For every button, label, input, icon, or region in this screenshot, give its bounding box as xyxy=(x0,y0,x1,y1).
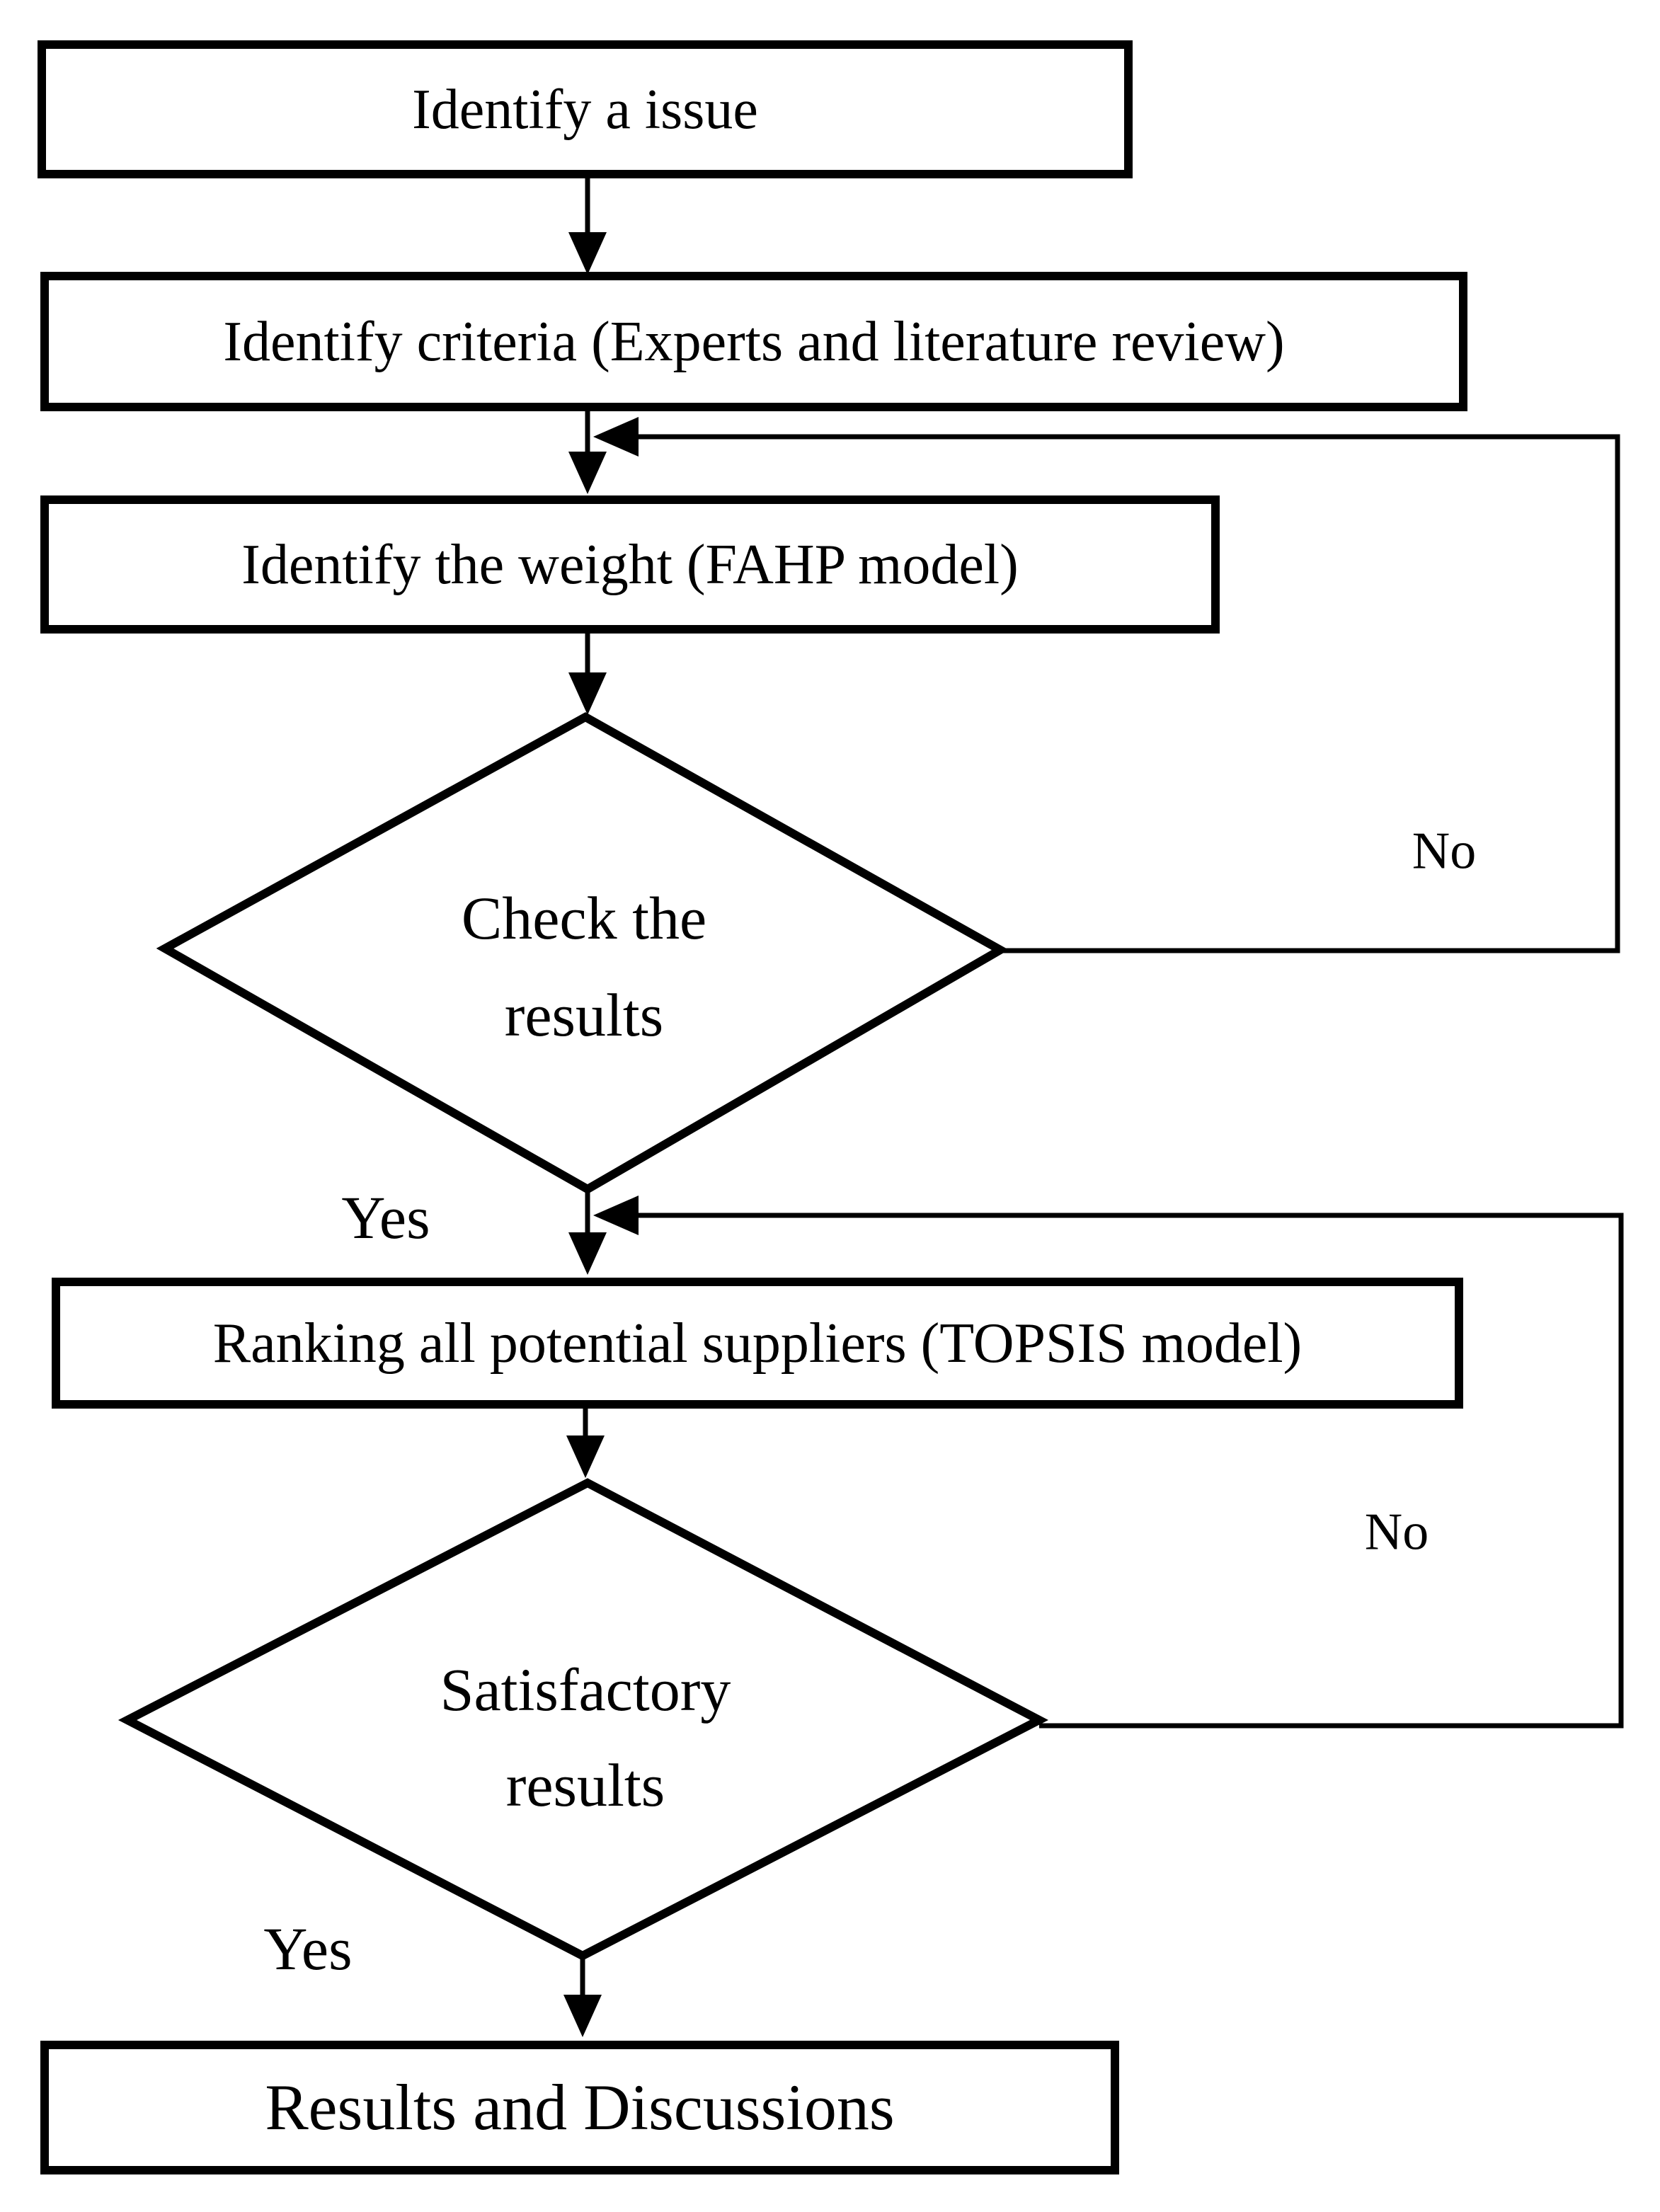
no-label-satisfactory: No xyxy=(1364,1503,1429,1561)
arrow-check-yes-to-ranking-head xyxy=(568,1232,607,1275)
decision-check-results-line2: results xyxy=(504,981,664,1049)
process-box-results-discussions: Results and Discussions xyxy=(40,2041,1119,2174)
yes-label-satisfactory: Yes xyxy=(263,1915,353,1983)
arrow-criteria-to-weight-head xyxy=(568,452,607,494)
process-box-results-discussions-label: Results and Discussions xyxy=(265,2070,895,2143)
arrow-issue-to-criteria-head xyxy=(568,232,607,275)
process-box-identify-criteria: Identify criteria (Experts and literatur… xyxy=(40,272,1467,411)
no-loop-satisfactory-path xyxy=(639,1213,1624,1729)
decision-diamond-check-results xyxy=(156,712,1009,1194)
process-box-ranking-suppliers: Ranking all potential suppliers (TOPSIS … xyxy=(52,1278,1463,1409)
decision-satisfactory-line1: Satisfactory xyxy=(440,1656,731,1724)
arrow-satisfactory-yes-to-results-head xyxy=(563,1995,602,2037)
process-box-ranking-suppliers-label: Ranking all potential suppliers (TOPSIS … xyxy=(212,1312,1303,1375)
process-box-identify-issue-label: Identify a issue xyxy=(412,78,758,141)
process-box-identify-issue: Identify a issue xyxy=(38,40,1133,178)
no-label-check-results: No xyxy=(1412,822,1477,881)
process-box-identify-criteria-label: Identify criteria (Experts and literatur… xyxy=(223,310,1285,373)
arrow-weight-to-check-head xyxy=(568,672,607,715)
arrow-ranking-to-satisfactory-head xyxy=(566,1435,605,1478)
decision-satisfactory-line2: results xyxy=(505,1751,665,1819)
yes-label-check-results: Yes xyxy=(341,1184,430,1251)
decision-check-results-line1: Check the xyxy=(461,884,707,952)
decision-diamond-satisfactory-results xyxy=(118,1478,1048,1961)
no-loop-check-results-head xyxy=(593,417,639,457)
process-box-identify-weight-label: Identify the weight (FAHP model) xyxy=(241,533,1019,596)
no-loop-satisfactory-head xyxy=(593,1196,639,1235)
no-loop-check-results-path xyxy=(639,434,1620,953)
process-box-identify-weight: Identify the weight (FAHP model) xyxy=(40,495,1220,634)
